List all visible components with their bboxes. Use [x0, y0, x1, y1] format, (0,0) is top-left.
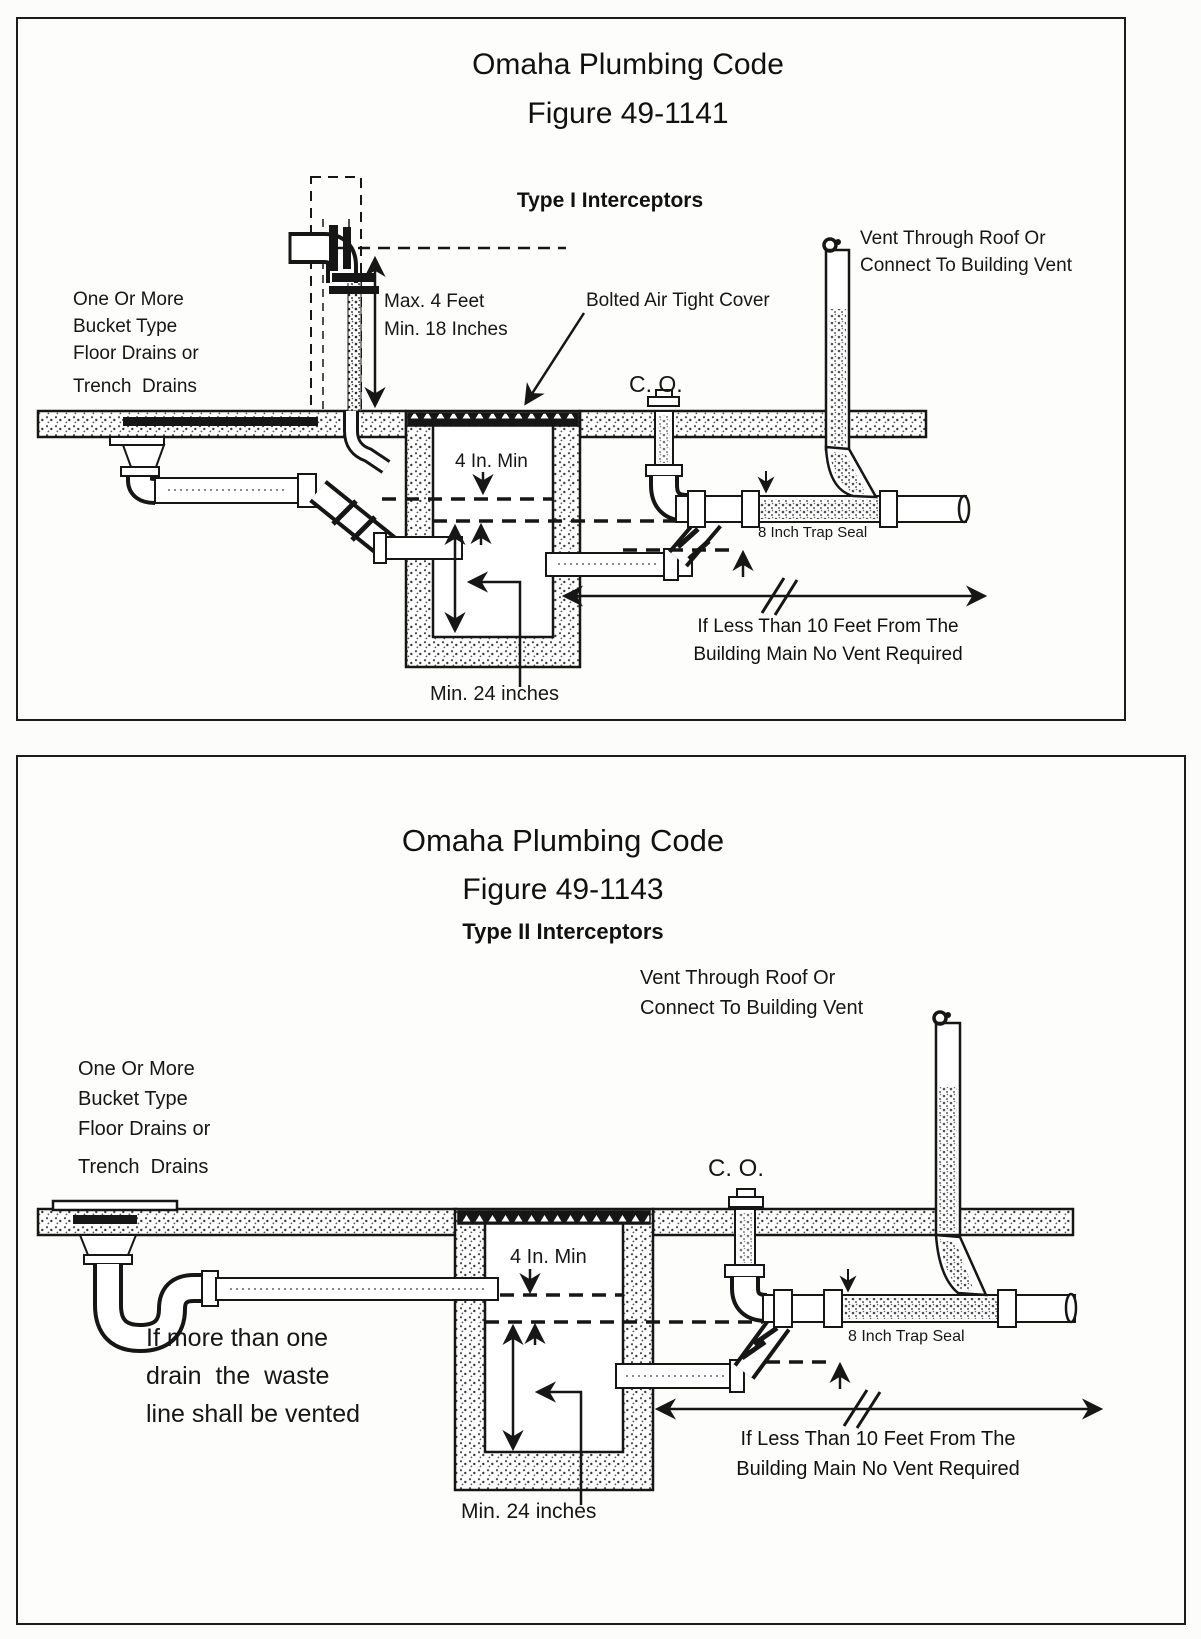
water-level-lines	[382, 497, 676, 523]
label-trap-seal: 8 Inch Trap Seal	[758, 524, 868, 541]
label-source-drains: One Or More Bucket Type Floor Drains or	[78, 1058, 211, 1140]
floor-drain	[51, 1199, 499, 1354]
trap-pipe	[762, 1269, 1078, 1328]
water-level-lines	[485, 1293, 763, 1324]
figure1-drawing	[36, 176, 988, 687]
inlet-riser	[288, 176, 391, 474]
waste-pipe	[154, 477, 301, 504]
label-pit-depth: Min. 24 inches	[430, 683, 559, 705]
figure1-title-line2: Figure 49-1141	[527, 97, 729, 130]
bolted-cover	[457, 1210, 651, 1225]
vent-hook	[932, 1010, 948, 1026]
label-pit-depth: Min. 24 inches	[461, 1500, 597, 1523]
figure1-frame: Omaha Plumbing Code Figure 49-1141 Type …	[16, 17, 1126, 721]
label-inlet-depth: 4 In. Min	[510, 1246, 587, 1268]
figure2-title-line2: Figure 49-1143	[462, 873, 664, 906]
trench-drain-grate	[123, 417, 318, 426]
figure2-title-line1: Omaha Plumbing Code	[401, 823, 725, 858]
vent-hook	[822, 237, 838, 253]
drain-grate	[73, 1215, 137, 1224]
label-riser-dimension: Max. 4 Feet Min. 18 Inches	[384, 291, 508, 340]
label-no-vent-note: If Less Than 10 Feet From The Building M…	[693, 616, 963, 665]
label-bolted-cover: Bolted Air Tight Cover	[586, 290, 770, 311]
label-cleanout: C. O.	[629, 371, 683, 397]
label-vent-note: If more than one drain the waste line sh…	[146, 1324, 361, 1428]
cleanout-pipe	[645, 389, 688, 523]
distance-arrow	[654, 1389, 1104, 1429]
pit-depth-leader	[466, 571, 522, 687]
label-inlet-depth: 4 In. Min	[455, 451, 528, 472]
cover-leader-arrow	[524, 312, 586, 406]
pit-depth-arrows	[502, 1269, 583, 1505]
vent-stack	[822, 237, 879, 499]
figure1-title-line1: Omaha Plumbing Code	[472, 48, 784, 81]
riser-dimension-arrow	[338, 246, 566, 409]
label-source-drains: One Or More Bucket Type Floor Drains or	[73, 289, 199, 364]
label-vent: Vent Through Roof Or Connect To Building…	[860, 228, 1072, 276]
trap-pipe	[675, 471, 971, 528]
figure1-subtitle: Type I Interceptors	[516, 189, 704, 212]
interceptor-pit	[453, 1207, 655, 1492]
trap-seal-mark	[766, 1360, 851, 1389]
pit-outlet	[545, 510, 722, 581]
figure2-subtitle: Type II Interceptors	[462, 919, 664, 944]
figure2-drawing	[36, 1010, 1104, 1505]
label-no-vent-note: If Less Than 10 Feet From The Building M…	[736, 1428, 1020, 1480]
label-trench-drains: Trench Drains	[73, 376, 197, 397]
distance-arrow	[561, 577, 988, 616]
floor-drain	[109, 436, 399, 560]
label-trench-drains: Trench Drains	[78, 1156, 209, 1178]
cleanout-pipe	[724, 1188, 768, 1323]
pipe-open-end	[957, 494, 971, 524]
label-trap-seal: 8 Inch Trap Seal	[848, 1328, 965, 1345]
trap-seal-mark	[623, 548, 754, 577]
label-cleanout: C. O.	[708, 1155, 765, 1182]
pipe-open-end	[1064, 1292, 1078, 1324]
pit-depth-arrows	[444, 472, 522, 687]
vent-stack	[932, 1010, 988, 1297]
label-vent: Vent Through Roof Or Connect To Building…	[640, 967, 864, 1019]
figure2-frame: Omaha Plumbing Code Figure 49-1143 Type …	[16, 755, 1186, 1625]
pit-depth-leader	[534, 1381, 583, 1505]
bolted-cover	[407, 412, 579, 427]
pit-outlet	[615, 1315, 791, 1393]
pit-inlet-stub	[379, 536, 463, 560]
